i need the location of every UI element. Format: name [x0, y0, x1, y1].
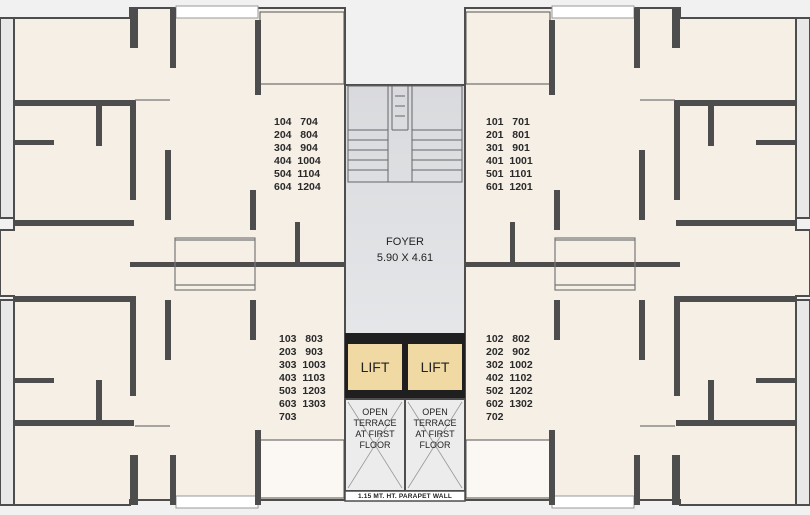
staircase	[347, 85, 463, 183]
parapet-label: 1.15 MT. HT. PARAPET WALL	[357, 493, 453, 500]
unit-numbers-bottom-right: 102 802 202 902 302 1002 402 1102 502 12…	[486, 333, 533, 423]
foyer-title: FOYER	[386, 236, 424, 248]
terrace-label-2: OPEN TERRACE AT FIRST FLOOR	[413, 407, 457, 450]
terrace-label-1: OPEN TERRACE AT FIRST FLOOR	[353, 407, 397, 450]
left-wing	[0, 5, 346, 509]
lift-2	[408, 344, 462, 390]
unit-numbers-top-right: 101 701 201 801 301 901 401 1001 501 110…	[486, 116, 533, 193]
core	[344, 84, 466, 502]
lift-label-2: LIFT	[420, 359, 450, 375]
lift-1	[348, 344, 402, 390]
lift-label-1: LIFT	[360, 359, 390, 375]
unit-numbers-bottom-left: 103 803 203 903 303 1003 403 1103 503 12…	[279, 333, 326, 423]
foyer-label: FOYER 5.90 X 4.61	[345, 234, 465, 266]
unit-numbers-top-left: 104 704 204 804 304 904 404 1004 504 110…	[274, 116, 321, 193]
right-wing	[464, 5, 810, 509]
foyer-size: 5.90 X 4.61	[376, 252, 434, 264]
